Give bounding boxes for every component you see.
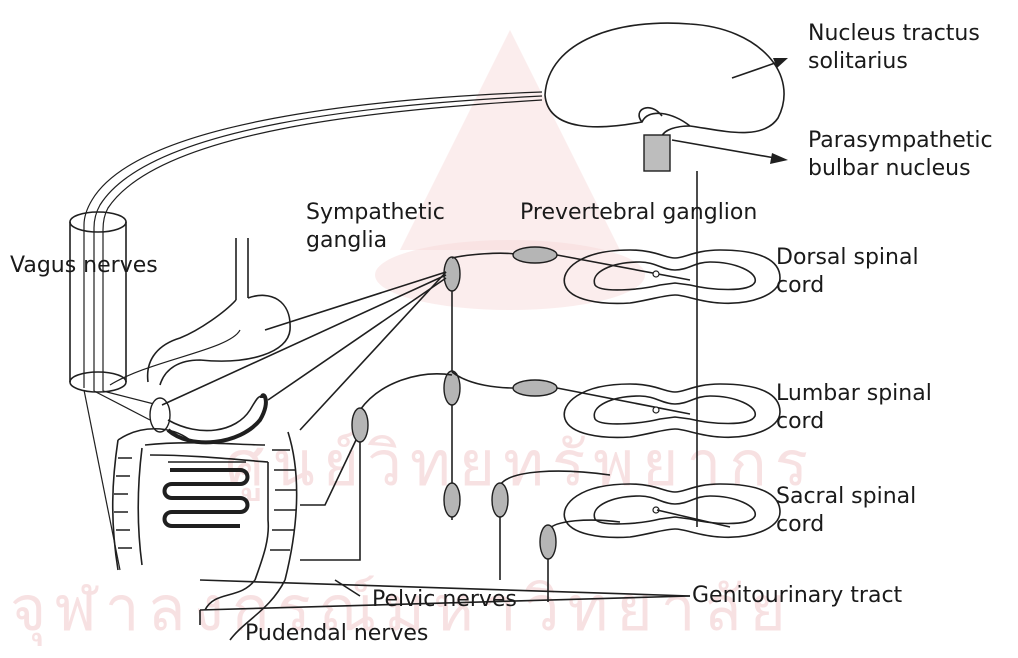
label-line: Sympathetic xyxy=(306,199,445,227)
label-dorsal-spinal-cord: Dorsal spinal cord xyxy=(776,244,919,300)
sympathetic-ganglion-upper xyxy=(444,257,460,291)
label-line: Nucleus tractus xyxy=(808,20,980,48)
label-line: bulbar nucleus xyxy=(808,155,993,183)
label-line: Sacral spinal xyxy=(776,483,916,511)
sympathetic-fibers xyxy=(162,272,446,430)
label-parasympathetic-bulbar-nucleus: Parasympathetic bulbar nucleus xyxy=(808,127,993,183)
label-line: ganglia xyxy=(306,227,445,255)
label-nucleus-tractus-solitarius: Nucleus tractus solitarius xyxy=(808,20,980,76)
stomach xyxy=(148,238,291,385)
label-line: Dorsal spinal xyxy=(776,244,919,272)
brainstem xyxy=(644,135,670,171)
label-lumbar-spinal-cord: Lumbar spinal cord xyxy=(776,380,932,436)
mesenteric-ganglion xyxy=(352,408,368,442)
label-line: Parasympathetic xyxy=(808,127,993,155)
label-line: cord xyxy=(776,272,919,300)
label-line: Lumbar spinal xyxy=(776,380,932,408)
arrow-parasympathetic-bulbar xyxy=(672,140,788,164)
brain xyxy=(545,23,784,140)
label-pelvic-nerves: Pelvic nerves xyxy=(372,586,517,614)
label-sympathetic-ganglia: Sympathetic ganglia xyxy=(306,199,445,255)
pelvic-ganglion-right xyxy=(540,525,556,559)
label-line: solitarius xyxy=(808,48,980,76)
label-genitourinary-tract: Genitourinary tract xyxy=(692,582,902,610)
label-line: cord xyxy=(776,511,916,539)
label-vagus-nerves: Vagus nerves xyxy=(10,252,158,280)
sympathetic-ganglion-lower xyxy=(444,483,460,517)
prevertebral-ganglion-lower xyxy=(513,380,557,396)
pelvic-ganglion-left xyxy=(492,483,508,517)
label-prevertebral-ganglion: Prevertebral ganglion xyxy=(520,199,757,227)
label-sacral-spinal-cord: Sacral spinal cord xyxy=(776,483,916,539)
sacral-spinal-cord xyxy=(564,484,780,537)
label-pudendal-nerves: Pudendal nerves xyxy=(245,620,428,648)
small-intestine-coils xyxy=(165,462,248,526)
prevertebral-ganglion-upper xyxy=(513,247,557,263)
label-line: cord xyxy=(776,408,932,436)
sympathetic-chain xyxy=(444,257,460,520)
